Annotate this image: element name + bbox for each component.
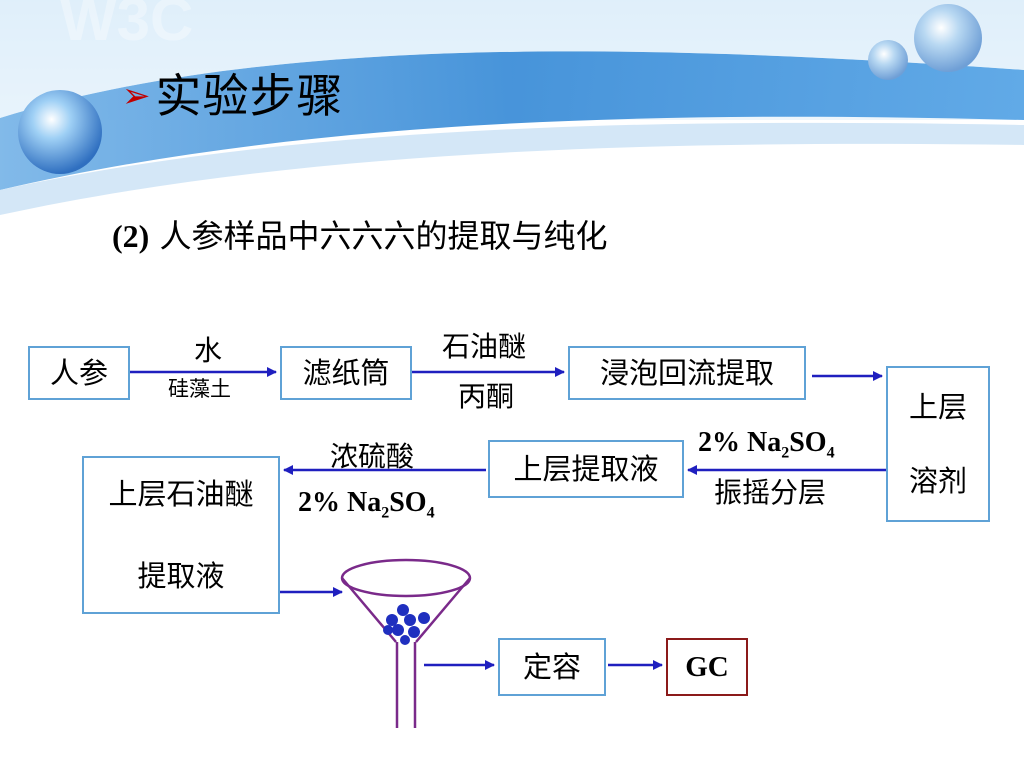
- box-upper-extract-label: 上层提取液: [513, 452, 659, 486]
- adsorbent-beads-icon: [383, 604, 430, 645]
- box-gc: GC: [666, 638, 748, 696]
- box-upper-solvent-line1: 上层: [908, 390, 967, 424]
- box-pe-extract-line1: 上层石油醚: [108, 477, 254, 511]
- arrow-bullet-icon: ➢: [122, 76, 152, 116]
- label-na2so4-extract: 2% Na2SO4: [298, 487, 435, 522]
- box-soak-reflux-label: 浸泡回流提取: [599, 356, 774, 390]
- header-banner: W3C: [0, 0, 1024, 215]
- box-volume: 定容: [498, 638, 606, 696]
- box-upper-extract: 上层提取液: [488, 440, 684, 498]
- label-shake-separate: 振摇分层: [714, 476, 827, 509]
- label-acetone: 丙酮: [458, 380, 515, 413]
- box-filter-thimble: 滤纸筒: [280, 346, 412, 400]
- svg-text:W3C: W3C: [60, 0, 193, 53]
- box-gc-label: GC: [685, 651, 729, 683]
- box-volume-label: 定容: [522, 650, 581, 684]
- label-na2so4-solvent: 2% Na2SO4: [698, 427, 835, 462]
- label-petroleum-ether: 石油醚: [442, 330, 527, 363]
- label-conc-sulfuric: 浓硫酸: [330, 440, 415, 473]
- box-pe-extract-line2: 提取液: [137, 559, 225, 593]
- label-diatomite: 硅藻土: [168, 377, 231, 401]
- box-upper-solvent: 上层 溶剂: [886, 366, 990, 522]
- box-ginseng: 人参: [28, 346, 130, 400]
- box-soak-reflux: 浸泡回流提取: [568, 346, 806, 400]
- box-upper-solvent-line2: 溶剂: [908, 464, 967, 498]
- box-ginseng-label: 人参: [49, 356, 108, 390]
- slide-title: ➢ 实验步骤: [122, 66, 344, 126]
- subtitle-number: (2): [112, 218, 150, 254]
- slide-title-text: 实验步骤: [155, 69, 344, 123]
- box-pe-extract: 上层石油醚 提取液: [82, 456, 280, 614]
- section-subtitle: (2) 人参样品中六六六的提取与纯化: [112, 212, 608, 260]
- funnel-icon: [340, 558, 472, 728]
- subtitle-text: 人参样品中六六六的提取与纯化: [159, 217, 608, 255]
- label-water: 水: [194, 334, 223, 367]
- box-filter-thimble-label: 滤纸筒: [302, 356, 390, 390]
